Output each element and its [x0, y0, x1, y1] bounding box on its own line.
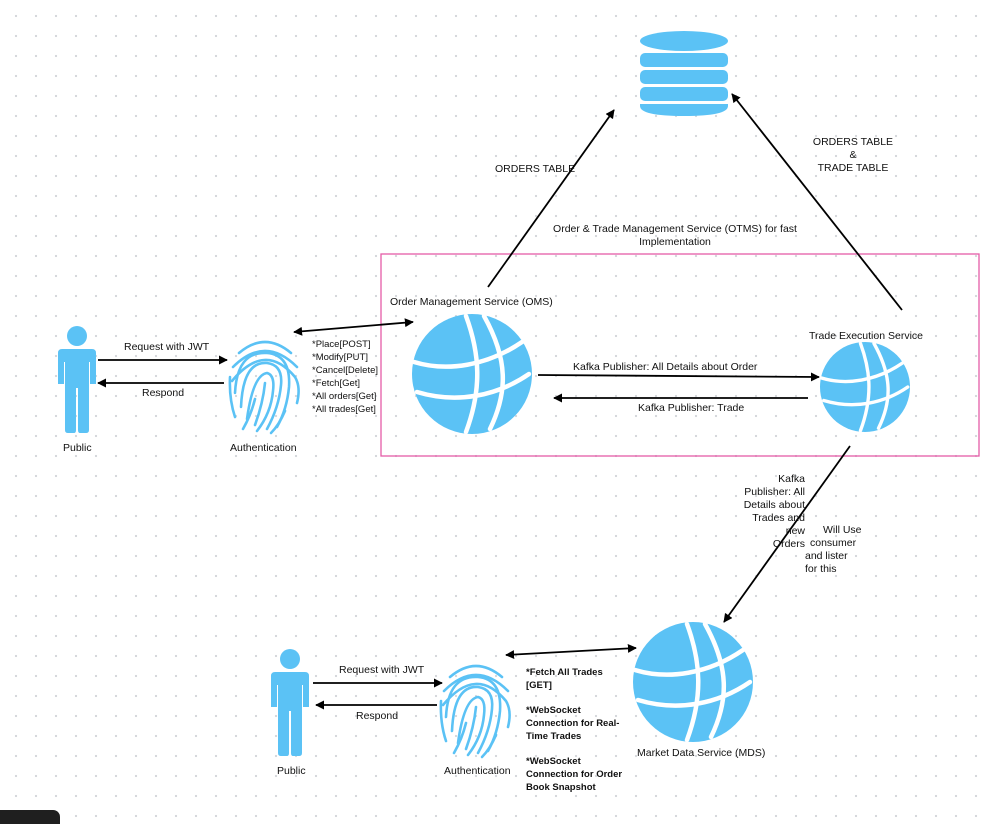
- kafka-mds-line: Trades and: [752, 512, 805, 524]
- authentication-label-top: Authentication: [230, 442, 297, 454]
- oms-endpoint-list: *Place[POST] *Modify[PUT] *Cancel[Delete…: [312, 338, 378, 416]
- kafka-order-label: Kafka Publisher: All Details about Order: [573, 361, 758, 373]
- tes-volleyball-icon: [818, 340, 912, 434]
- consumer-line: Will Use: [823, 524, 862, 536]
- endpoint-item: *Fetch[Get]: [312, 378, 361, 389]
- endpoint-item: *All trades[Get]: [312, 404, 376, 415]
- request-label-bottom: Request with JWT: [339, 664, 425, 676]
- kafka-mds-line: Orders: [772, 538, 805, 550]
- consumer-note: Will Use consumer and lister for this: [805, 524, 862, 576]
- kafka-mds-line: Publisher: All: [744, 486, 805, 498]
- mds-endpoint-list: *Fetch All Trades [GET] *WebSocket Conne…: [526, 666, 628, 806]
- oms-tes-arrow: [537, 372, 820, 382]
- group-title-line2: Implementation: [639, 236, 711, 248]
- tes-mds-arrow: [723, 445, 851, 623]
- mds-volleyball-icon: [633, 622, 753, 742]
- public-user-icon-bottom: [271, 649, 309, 756]
- public-label-top: Public: [63, 442, 92, 454]
- endpoint-item: *Place[POST]: [312, 339, 371, 350]
- endpoint-item: *Cancel[Delete]: [312, 365, 379, 376]
- orders-trade-table-line3: TRADE TABLE: [817, 162, 889, 174]
- kafka-mds-line: Kafka: [778, 473, 805, 485]
- mds-endpoint-item: *WebSocket Connection for Real-Time Trad…: [526, 705, 620, 742]
- consumer-line: for this: [805, 563, 837, 575]
- group-title: Order & Trade Management Service (OTMS) …: [540, 223, 810, 249]
- fingerprint-icon-top: [228, 340, 300, 435]
- corner-tab: [0, 810, 60, 824]
- edges: [97, 93, 903, 710]
- consumer-line: consumer: [810, 537, 857, 549]
- tes-label: Trade Execution Service: [809, 330, 923, 342]
- orders-trade-table-label: ORDERS TABLE & TRADE TABLE: [808, 136, 898, 175]
- mds-label: Market Data Service (MDS): [637, 747, 766, 759]
- otms-group-box: [380, 253, 980, 457]
- auth-mds-arrow-bottom: [505, 643, 637, 660]
- kafka-mds-label: Kafka Publisher: All Details about Trade…: [727, 473, 805, 551]
- respond-label-bottom: Respond: [356, 710, 399, 722]
- kafka-mds-line: new: [785, 525, 805, 537]
- request-label-top: Request with JWT: [124, 341, 210, 353]
- public-label-bottom: Public: [277, 765, 306, 777]
- database-icon: [640, 31, 728, 116]
- public-user-icon-top: [58, 326, 96, 433]
- oms-db-arrow: [487, 109, 615, 288]
- oms-volleyball-icon: [412, 314, 532, 434]
- respond-label-top: Respond: [142, 387, 185, 399]
- orders-table-label: ORDERS TABLE: [495, 163, 576, 175]
- kafka-trade-label: Kafka Publisher: Trade: [638, 402, 745, 414]
- fingerprint-icon-bottom: [439, 664, 511, 759]
- group-title-line1: Order & Trade Management Service (OTMS) …: [553, 223, 797, 235]
- orders-trade-table-line2: &: [849, 149, 857, 161]
- authentication-label-bottom: Authentication: [444, 765, 511, 777]
- oms-label: Order Management Service (OMS): [390, 296, 553, 308]
- consumer-line: and lister: [805, 550, 848, 562]
- endpoint-item: *All orders[Get]: [312, 391, 377, 402]
- tes-db-arrow: [731, 93, 903, 311]
- mds-endpoint-item: *WebSocket Connection for Order Book Sna…: [526, 756, 623, 793]
- mds-endpoint-item: *Fetch All Trades [GET]: [526, 667, 603, 691]
- orders-trade-table-line1: ORDERS TABLE: [812, 136, 894, 148]
- kafka-mds-line: Details about: [743, 499, 805, 511]
- endpoint-item: *Modify[PUT]: [312, 352, 368, 363]
- auth-oms-arrow-top: [293, 318, 414, 336]
